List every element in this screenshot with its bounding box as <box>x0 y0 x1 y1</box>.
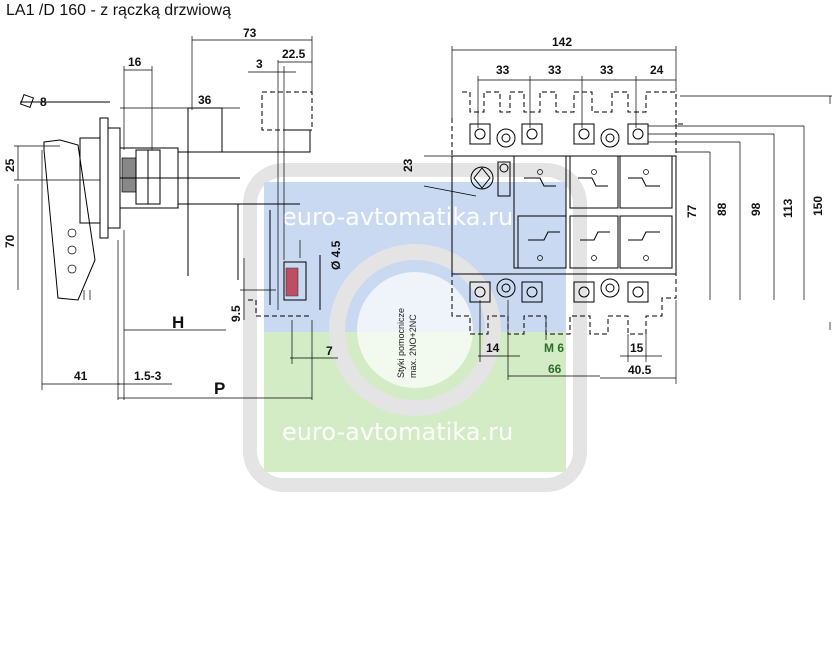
dim-77: 77 <box>685 204 699 218</box>
dim-24: 24 <box>650 63 664 77</box>
watermark-text-top: euro-avtomatika.ru <box>282 203 513 231</box>
dim-dia-4-5: Ø 4.5 <box>329 240 343 270</box>
side-view: 8 73 22.5 3 16 36 25 70 H <box>3 26 343 400</box>
dim-33-third: 33 <box>600 63 614 77</box>
dim-25: 25 <box>3 158 17 172</box>
dim-113: 113 <box>781 198 795 218</box>
dim-142: 142 <box>552 35 572 49</box>
note-line-2: max. 2NO+2NC <box>408 314 418 378</box>
dim-66: 66 <box>548 362 562 376</box>
watermark-text-bottom: euro-avtomatika.ru <box>282 418 513 446</box>
dim-9-5: 9.5 <box>229 305 243 322</box>
dim-M6: M 6 <box>544 341 564 355</box>
dim-73: 73 <box>243 26 257 40</box>
dim-40-5: 40.5 <box>628 363 652 377</box>
dim-33-first: 33 <box>496 63 510 77</box>
dim-H: H <box>172 313 184 332</box>
dim-3: 3 <box>256 57 263 71</box>
dim-8: 8 <box>40 95 47 109</box>
dim-16: 16 <box>128 55 142 69</box>
dim-70: 70 <box>3 234 17 248</box>
dim-1-5-3: 1.5-3 <box>134 369 162 383</box>
dim-36: 36 <box>198 93 212 107</box>
dim-150: 150 <box>811 196 825 216</box>
dim-P: P <box>214 379 225 398</box>
dim-22-5: 22.5 <box>282 47 306 61</box>
dim-98: 98 <box>749 202 763 216</box>
dim-14: 14 <box>486 341 500 355</box>
dim-7: 7 <box>326 344 333 358</box>
drawing-title: LA1 /D 160 - z rączką drzwiową <box>6 2 231 19</box>
dim-15: 15 <box>630 341 644 355</box>
watermark: euro-avtomatika.ru euro-avtomatika.ru <box>243 163 587 492</box>
dim-23: 23 <box>401 158 415 172</box>
note-line-1: Styki pomocnicze <box>396 308 406 378</box>
dim-88: 88 <box>715 202 729 216</box>
dim-33-second: 33 <box>548 63 562 77</box>
dim-41: 41 <box>74 369 88 383</box>
front-view: 142 33 33 33 24 23 77 88 98 113 150 <box>396 35 832 384</box>
